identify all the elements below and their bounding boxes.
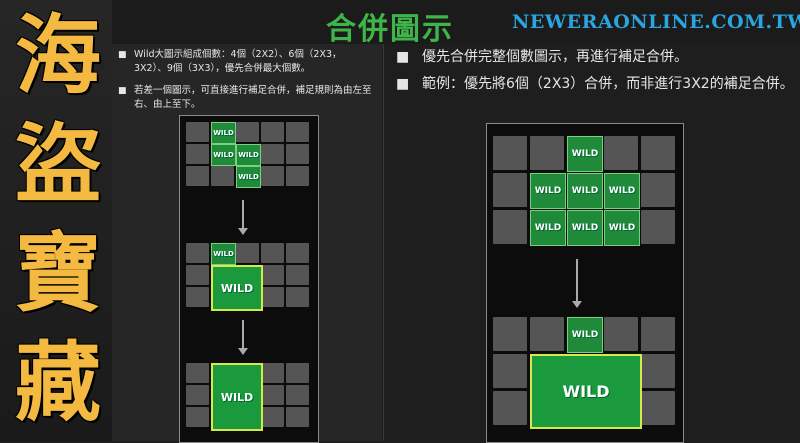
- wild-symbol: WILD: [604, 210, 640, 246]
- reel-cell: [261, 407, 284, 427]
- panel-divider: [383, 44, 384, 441]
- reel-cell: [493, 136, 527, 170]
- side-title-char-1: 海: [15, 5, 101, 106]
- left-bullet-2: ■ 若差一個圖示，可直接進行補足合併，補足規則為由左至右、由上至下。: [118, 84, 374, 112]
- reel-cell: [186, 166, 209, 186]
- wild-symbol: WILD: [567, 136, 603, 172]
- bullet-square-icon: ■: [118, 50, 127, 60]
- reel-cell: [186, 144, 209, 164]
- wild-symbol: WILD: [604, 173, 640, 209]
- reel-cell: [530, 136, 564, 170]
- wild-symbol: WILD: [567, 317, 603, 353]
- reel-cell: [641, 317, 675, 351]
- wild-symbol: WILD: [567, 173, 603, 209]
- reel-cell: [261, 122, 284, 142]
- wild-symbol: WILD: [567, 210, 603, 246]
- reel-cell: [286, 407, 309, 427]
- bullet-square-icon: ■: [118, 86, 127, 96]
- reel-cell: [493, 391, 527, 425]
- wild-symbol: WILD: [211, 122, 236, 144]
- side-banner: 海 盜 寶 藏: [0, 0, 112, 441]
- reel-cell: [286, 363, 309, 383]
- left-bullet-2-text: 若差一個圖示，可直接進行補足合併，補足規則為由左至右、由上至下。: [134, 85, 372, 110]
- reel-cell: [604, 136, 638, 170]
- wild-merged-symbol: WILD: [530, 354, 642, 429]
- header-band: [112, 0, 800, 44]
- reel-cell: [261, 363, 284, 383]
- reel-cell: [493, 210, 527, 244]
- reel-cell: [186, 265, 209, 285]
- bullet-square-icon: ■: [396, 76, 410, 92]
- reel-cell: [641, 210, 675, 244]
- wild-symbol: WILD: [530, 173, 566, 209]
- reel-cell: [261, 265, 284, 285]
- left-bullet-1-text: Wild大圖示組成個數：4個（2X2）、6個（2X3，3X2）、9個（3X3），…: [134, 49, 342, 74]
- reel-cell: [604, 317, 638, 351]
- arrow-head-icon: [238, 228, 248, 235]
- wild-symbol: WILD: [211, 243, 236, 265]
- reel-cell: [493, 173, 527, 207]
- reel-cell: [286, 385, 309, 405]
- side-title-char-2: 盜: [15, 114, 101, 215]
- reel-cell: [261, 166, 284, 186]
- reel-cell: [641, 354, 675, 388]
- reel-cell: [286, 144, 309, 164]
- site-watermark: NEWERAONLINE.COM.TW: [512, 11, 800, 33]
- down-arrow-icon: [242, 200, 244, 228]
- wild-symbol: WILD: [236, 166, 261, 188]
- reel-cell: [186, 385, 209, 405]
- right-bullet-1-text: 優先合併完整個數圖示，再進行補足合併。: [422, 49, 688, 65]
- reel-cell: [186, 243, 209, 263]
- reel-cell: [530, 317, 564, 351]
- reel-cell: [493, 354, 527, 388]
- reel-cell: [286, 122, 309, 142]
- reel-cell: [286, 265, 309, 285]
- reel-cell: [186, 287, 209, 307]
- right-bullet-2-text: 範例：優先將6個（2X3）合併，而非進行3X2的補足合併。: [422, 76, 794, 92]
- wild-symbol: WILD: [211, 144, 236, 166]
- left-panel: ■ Wild大圖示組成個數：4個（2X2）、6個（2X3，3X2）、9個（3X3…: [112, 44, 382, 443]
- wild-merged-symbol: WILD: [211, 363, 263, 431]
- page-title: 合併圖示: [326, 12, 454, 47]
- bullet-square-icon: ■: [396, 49, 410, 65]
- right-bullet-2: ■ 範例：優先將6個（2X3）合併，而非進行3X2的補足合併。: [396, 74, 794, 94]
- reel-cell: [261, 144, 284, 164]
- reel-cell: [286, 166, 309, 186]
- reel-cell: [261, 287, 284, 307]
- side-title-char-3: 寶: [15, 223, 101, 324]
- reel-cell: [261, 243, 284, 263]
- reel-cell: [286, 243, 309, 263]
- reel-cell: [186, 122, 209, 142]
- reel-cell: [641, 391, 675, 425]
- side-title-char-4: 藏: [15, 332, 101, 433]
- wild-symbol: WILD: [236, 144, 261, 166]
- arrow-head-icon: [572, 301, 582, 308]
- reel-cell: [236, 243, 259, 263]
- reel-cell: [641, 136, 675, 170]
- reel-cell: [286, 287, 309, 307]
- wild-symbol: WILD: [530, 210, 566, 246]
- right-panel: ■ 優先合併完整個數圖示，再進行補足合併。 ■ 範例：優先將6個（2X3）合併，…: [384, 44, 800, 443]
- down-arrow-icon: [576, 259, 578, 301]
- reel-cell: [186, 363, 209, 383]
- right-bullet-1: ■ 優先合併完整個數圖示，再進行補足合併。: [396, 47, 794, 67]
- left-bullet-1: ■ Wild大圖示組成個數：4個（2X2）、6個（2X3，3X2）、9個（3X3…: [118, 48, 374, 76]
- reel-cell: [236, 122, 259, 142]
- arrow-head-icon: [238, 348, 248, 355]
- reel-cell: [261, 385, 284, 405]
- down-arrow-icon: [242, 320, 244, 348]
- reel-cell: [641, 173, 675, 207]
- reel-cell: [186, 407, 209, 427]
- reel-cell: [211, 166, 234, 186]
- reel-cell: [493, 317, 527, 351]
- wild-merged-symbol: WILD: [211, 265, 263, 311]
